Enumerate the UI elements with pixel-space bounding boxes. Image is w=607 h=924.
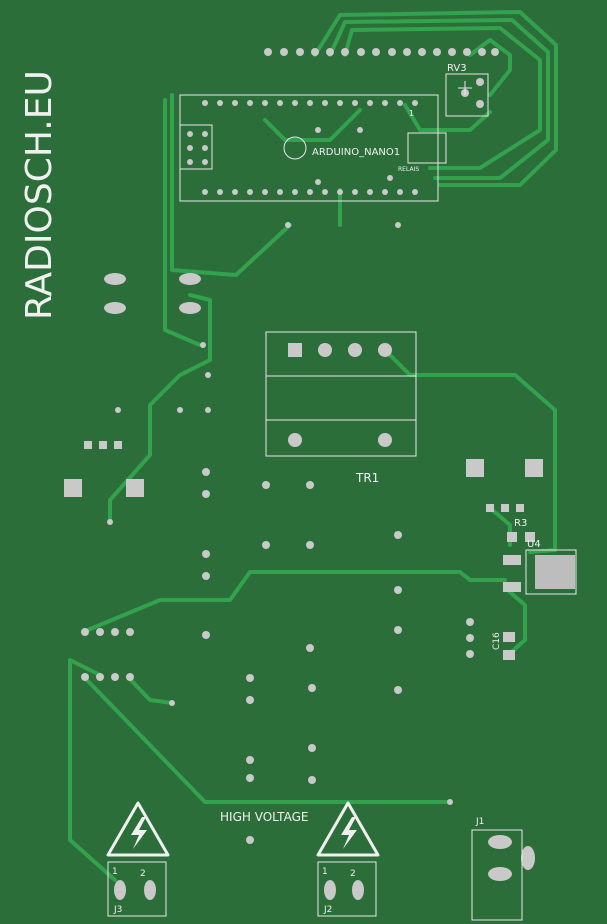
u4-label: U4 bbox=[527, 539, 541, 550]
arduino-pin1-label: 1 bbox=[409, 109, 415, 118]
c16-label: C16 bbox=[492, 632, 502, 650]
rv3-label: RV3 bbox=[447, 63, 467, 74]
j1-label: J1 bbox=[476, 817, 485, 827]
high-voltage-warning-icon bbox=[106, 801, 170, 857]
arduino-label: ARDUINO_NANO1 bbox=[312, 147, 401, 158]
r3-label: R3 bbox=[514, 518, 528, 529]
silkscreen-outlines bbox=[107, 73, 577, 921]
relais-label: RELAIS bbox=[398, 166, 420, 173]
high-voltage-warning-icon bbox=[316, 801, 380, 857]
through-hole-pads bbox=[64, 48, 575, 900]
j3-pin1-label: 1 bbox=[112, 867, 118, 877]
brand-text: RADIOSCH.EU bbox=[19, 70, 60, 320]
tr1-label: TR1 bbox=[356, 471, 380, 485]
j2-pin1-label: 1 bbox=[322, 867, 328, 877]
j3-label: J3 bbox=[114, 905, 123, 915]
j3-pin2-label: 2 bbox=[140, 869, 146, 879]
copper-traces bbox=[68, 10, 558, 882]
high-voltage-label: HIGH VOLTAGE bbox=[220, 810, 309, 824]
j2-pin2-label: 2 bbox=[350, 869, 356, 879]
j2-label: J2 bbox=[324, 905, 333, 915]
